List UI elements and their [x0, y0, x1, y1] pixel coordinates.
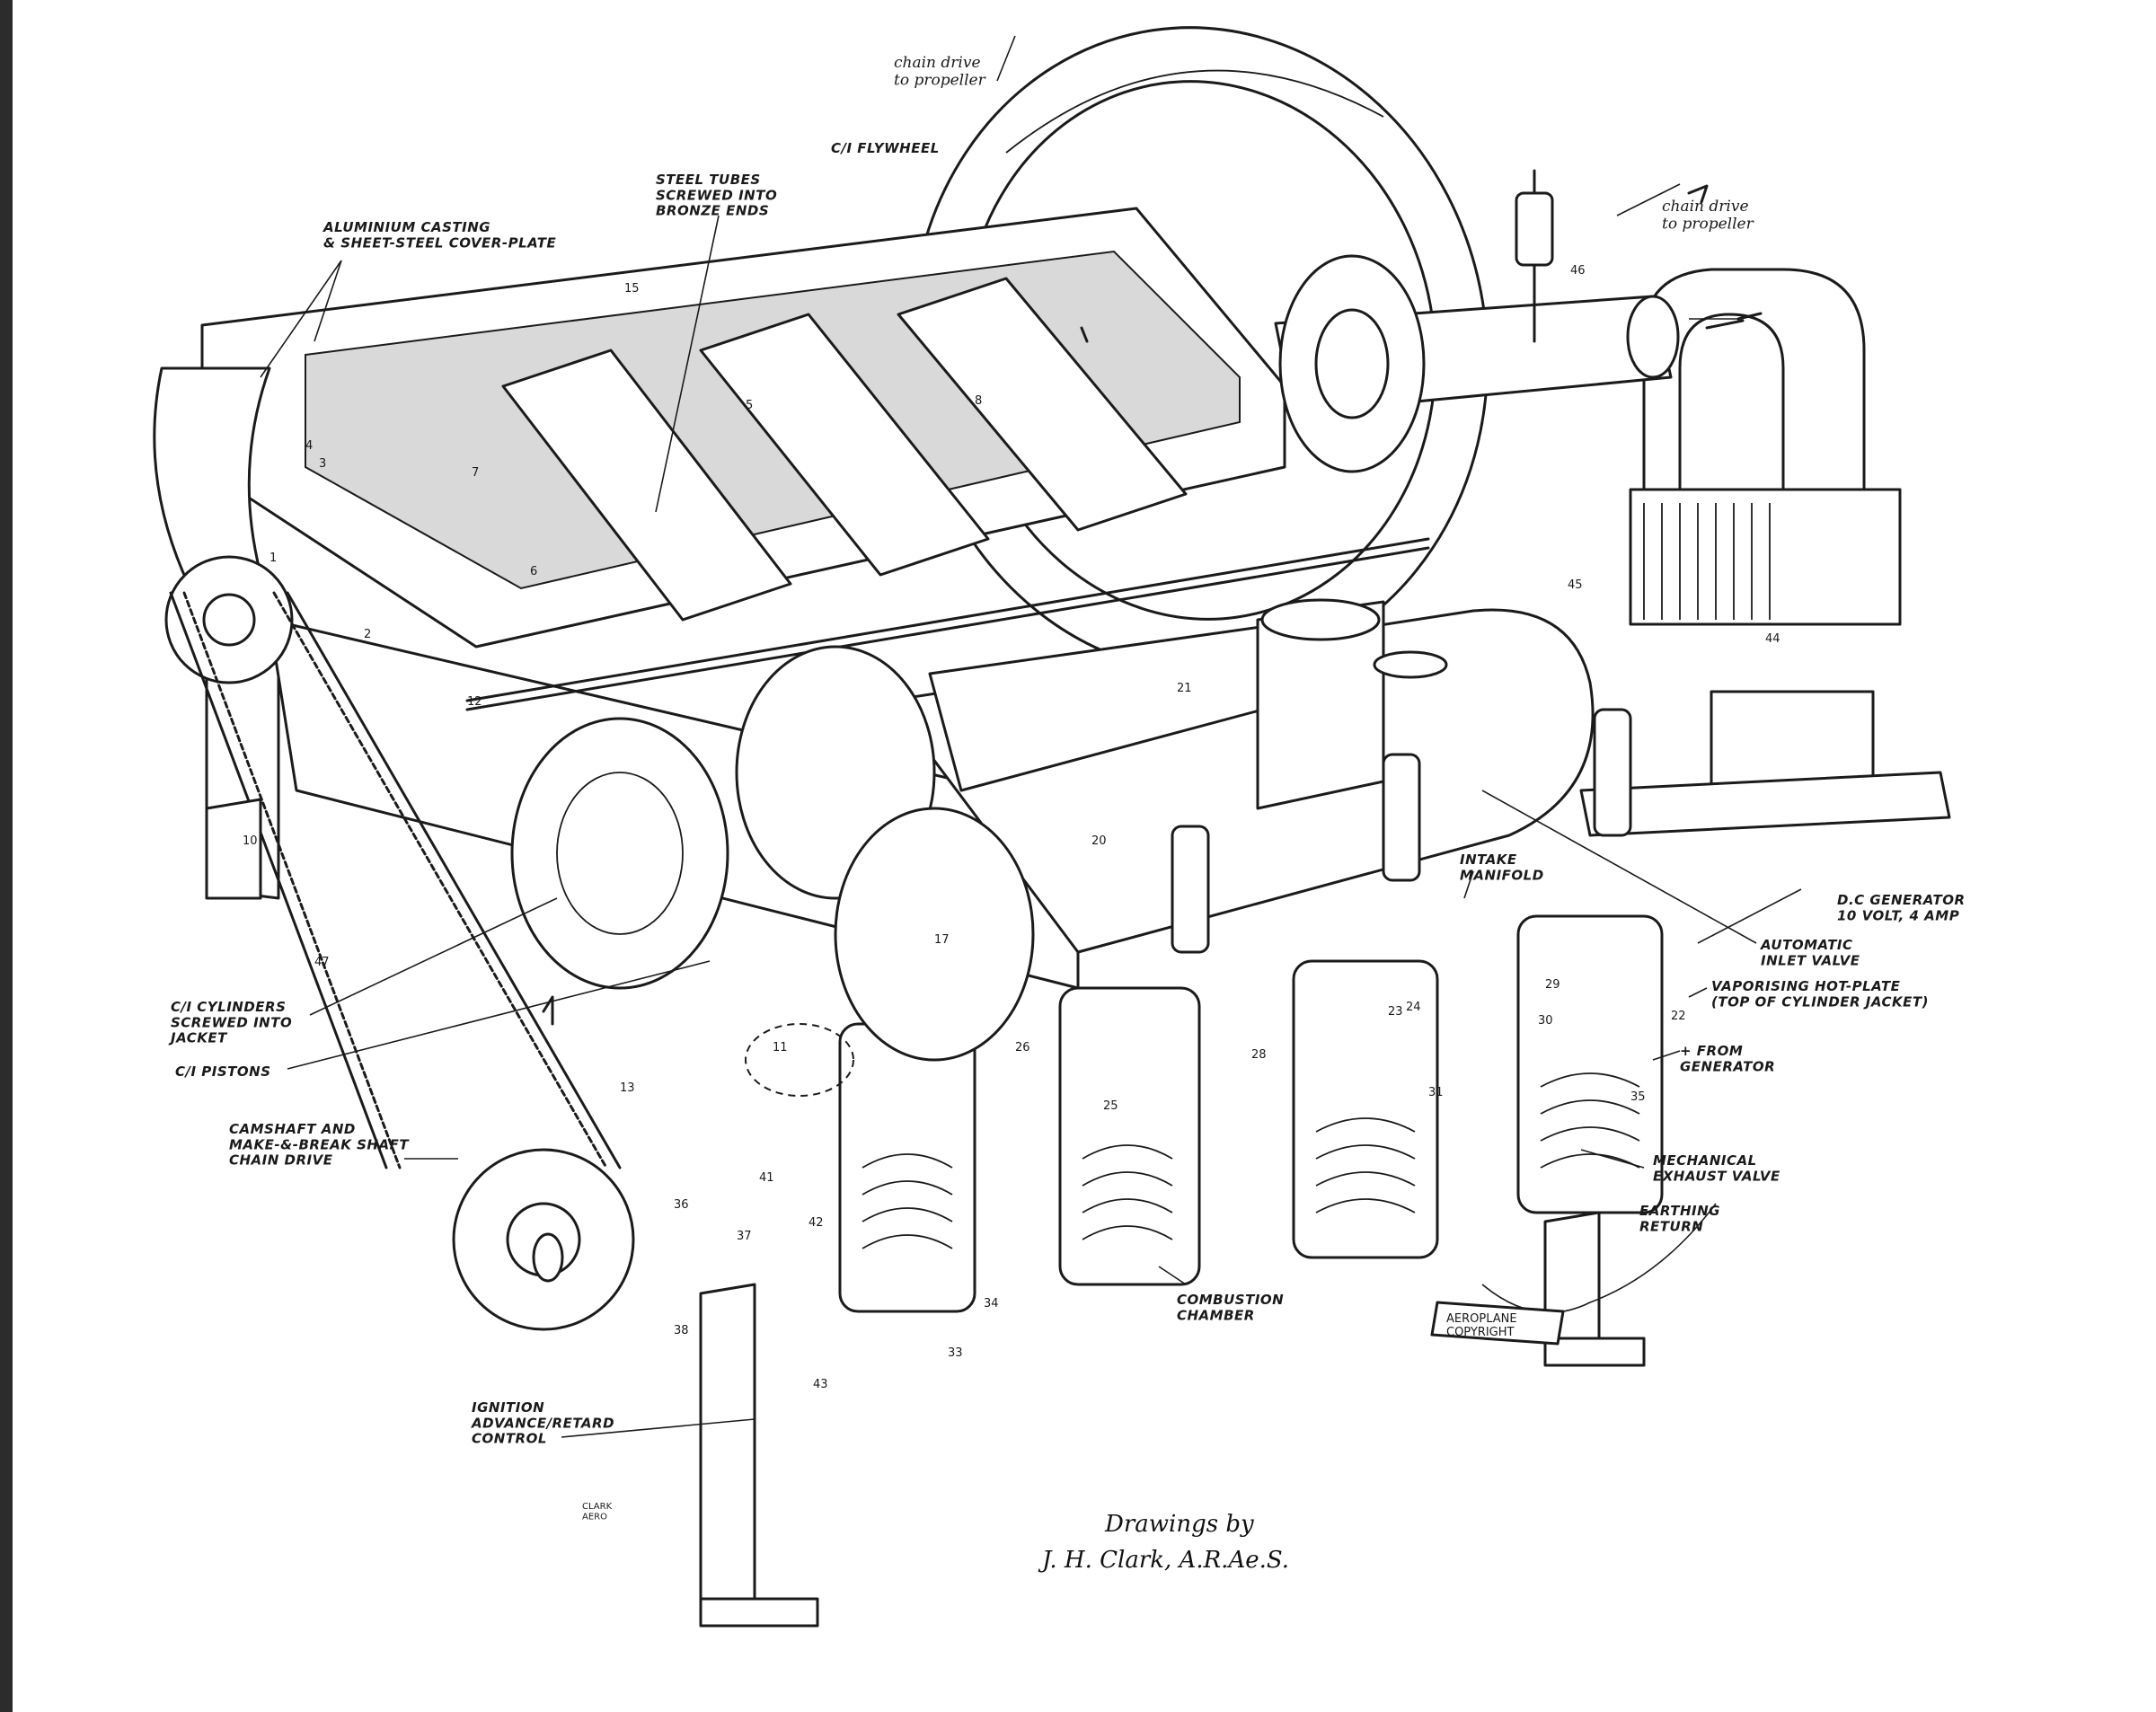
- part-number: 5: [746, 399, 753, 412]
- part-number: 6: [530, 565, 537, 578]
- part-number: 31: [1428, 1086, 1444, 1099]
- part-number: 43: [813, 1378, 828, 1391]
- part-number: 24: [1406, 1001, 1421, 1014]
- credit-line-1: Drawings by: [1104, 1511, 1254, 1538]
- part-number: 37: [737, 1230, 752, 1243]
- label-flywheel: C/I FLYWHEEL: [831, 140, 940, 156]
- part-number: 46: [1570, 264, 1586, 278]
- part-number: 8: [975, 394, 982, 408]
- cylinders: [838, 914, 1664, 1313]
- part-number: 28: [1251, 1048, 1267, 1062]
- part-number: 20: [1091, 834, 1107, 848]
- part-number: 3: [319, 457, 326, 471]
- part-number: 30: [1538, 1014, 1553, 1028]
- part-number: 47: [314, 956, 330, 969]
- part-number: 25: [1103, 1099, 1118, 1113]
- part-number: 1: [270, 552, 277, 565]
- timing-chain: [164, 555, 635, 1331]
- part-number: 13: [620, 1081, 635, 1095]
- part-number: 21: [1177, 682, 1192, 695]
- drawing-credit: Drawings by J. H. Clark, A.R.Ae.S.: [1038, 1511, 1289, 1574]
- inlet-valve-springs: [1171, 708, 1632, 954]
- part-number: 42: [808, 1216, 824, 1230]
- dc-generator: [1579, 268, 1951, 837]
- part-number: 11: [773, 1041, 788, 1055]
- part-number: 2: [364, 628, 371, 641]
- part-number: 7: [472, 466, 479, 480]
- part-number: 41: [759, 1171, 774, 1185]
- part-number: 10: [243, 834, 258, 848]
- part-number: 4: [305, 439, 313, 453]
- credit-line-2: J. H. Clark, A.R.Ae.S.: [1038, 1547, 1289, 1574]
- crankshaft: [1274, 254, 1745, 473]
- crank-discs: [510, 645, 1035, 1097]
- part-number: 44: [1765, 632, 1780, 646]
- oil-cup: [1515, 169, 1554, 343]
- part-number: 12: [467, 695, 482, 709]
- part-number: 33: [948, 1346, 963, 1360]
- label-vaporising: VAPORISING HOT-PLATE(TOP OF CYLINDER JAC…: [1711, 978, 1929, 1010]
- part-number: 15: [624, 282, 640, 296]
- direction-arrows: [542, 184, 1763, 1026]
- part-numbers: 1 2 3 4 5 6 7 8 10 11 12 13 15 17 20 21 …: [243, 264, 1780, 1391]
- part-number: 35: [1630, 1090, 1646, 1104]
- part-number: 38: [674, 1324, 689, 1337]
- label-aluminium: ALUMINIUM CASTING& SHEET-STEEL COVER-PLA…: [323, 219, 557, 251]
- part-number: 45: [1568, 578, 1583, 592]
- part-number: 23: [1388, 1005, 1403, 1019]
- part-number: 26: [1015, 1041, 1030, 1055]
- scan-left-edge: [0, 0, 13, 1712]
- part-number: 34: [984, 1297, 999, 1310]
- part-number: 17: [934, 933, 950, 947]
- intake-manifold: [888, 598, 1595, 954]
- part-number: 36: [674, 1198, 689, 1212]
- part-number: 22: [1671, 1010, 1686, 1023]
- part-number: 29: [1545, 978, 1560, 992]
- label-pistons: C/I PISTONS: [175, 1063, 271, 1080]
- leader-lines: [260, 35, 1802, 1438]
